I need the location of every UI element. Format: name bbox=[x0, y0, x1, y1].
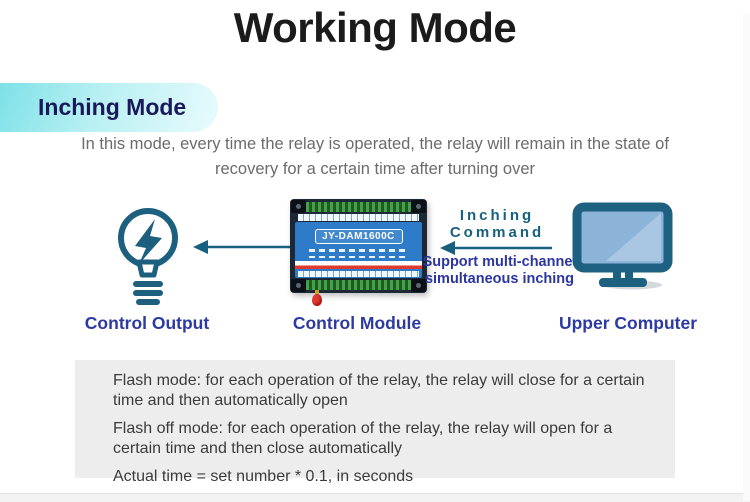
right-edge-strip bbox=[743, 14, 750, 501]
module-model-label: JY-DAM1600C bbox=[314, 229, 403, 244]
inching-command-line1: Inching bbox=[459, 207, 535, 224]
module-corner bbox=[411, 200, 426, 213]
inching-command-label: Inching Command bbox=[438, 207, 556, 242]
module-red-stripe bbox=[295, 261, 422, 269]
inching-mode-badge: Inching Mode bbox=[0, 83, 218, 132]
relay-module-photo: JY-DAM1600C bbox=[290, 199, 427, 306]
control-output-label: Control Output bbox=[84, 313, 210, 333]
mode-notes-box: Flash mode: for each operation of the re… bbox=[75, 360, 675, 485]
terminal-strip-bottom bbox=[306, 280, 411, 290]
lightbulb-bolt-icon bbox=[118, 208, 178, 305]
note-flash-off-mode: Flash off mode: for each operation of th… bbox=[113, 420, 613, 457]
mode-description: In this mode, every time the relay is op… bbox=[81, 135, 669, 178]
page-title: Working Mode bbox=[233, 4, 517, 51]
terminal-labels-top bbox=[298, 214, 419, 221]
antenna-icon bbox=[312, 290, 322, 306]
badge-label: Inching Mode bbox=[38, 94, 187, 120]
left-arrow-icon bbox=[193, 240, 293, 254]
next-section-divider bbox=[0, 493, 750, 502]
terminal-labels-bottom bbox=[298, 271, 419, 277]
support-note: Support multi-channel simultaneous inchi… bbox=[422, 254, 577, 288]
note-actual-time: Actual time = set number * 0.1, in secon… bbox=[113, 468, 414, 486]
module-microtext bbox=[309, 249, 408, 252]
control-module-label: Control Module bbox=[292, 313, 422, 333]
terminal-strip-top bbox=[306, 202, 411, 212]
module-corner bbox=[291, 279, 306, 292]
module-front-panel: JY-DAM1600C bbox=[295, 222, 422, 278]
note-flash-mode: Flash mode: for each operation of the re… bbox=[113, 372, 645, 409]
inching-command-line2: Command bbox=[449, 224, 545, 242]
left-arrow-icon bbox=[440, 241, 552, 255]
module-corner bbox=[291, 200, 306, 213]
monitor-icon bbox=[572, 202, 673, 290]
module-microtext bbox=[309, 255, 408, 258]
upper-computer-label: Upper Computer bbox=[558, 313, 698, 333]
module-corner bbox=[411, 279, 426, 292]
